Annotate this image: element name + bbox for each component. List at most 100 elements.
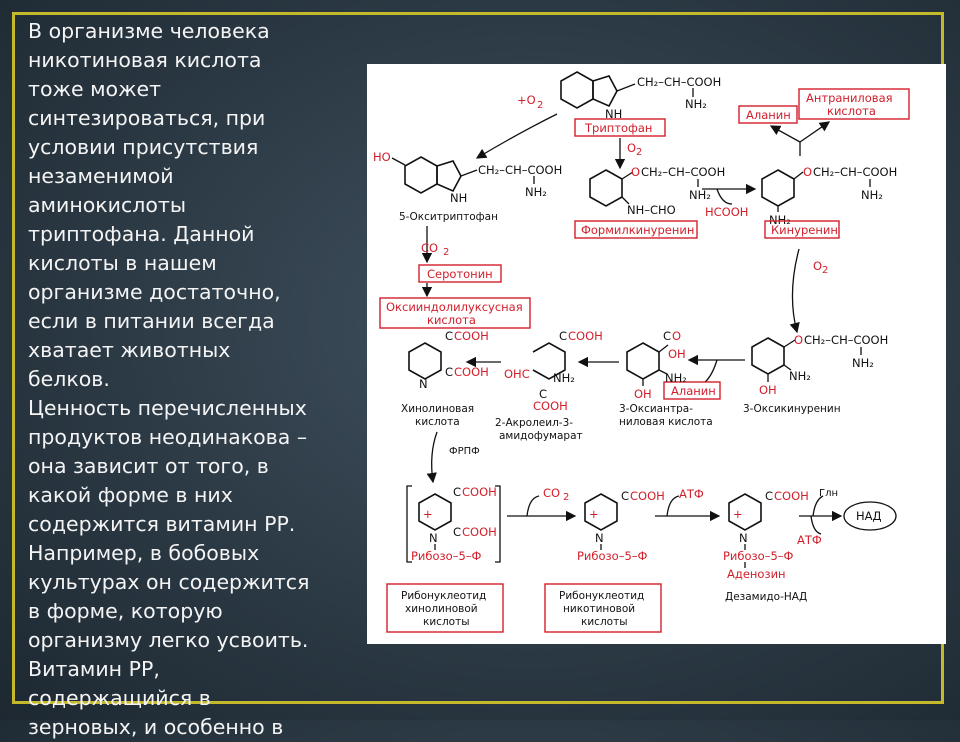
adenosine-label: Аденозин — [727, 567, 786, 581]
hkyn-o: O — [794, 333, 803, 347]
ribonuc-nic-box — [544, 583, 662, 633]
hydroxykynurenine-label: 3-Оксикинуренин — [743, 403, 841, 415]
dnad-cooh: COOH — [774, 489, 809, 503]
kyn-o: O — [803, 165, 812, 179]
co2-label-1: CO — [421, 241, 438, 255]
acrolein-label-2: амидофумарат — [499, 430, 583, 442]
nad-ellipse — [843, 501, 897, 531]
oxyindole-label-1: Оксииндолилуксусная — [386, 300, 523, 314]
serotonin-box — [418, 264, 502, 283]
anthranilic-label-2: кислота — [827, 104, 876, 118]
ribonuc-nic-label-2: никотиновой — [563, 603, 635, 615]
hkyn-nh2-ring: NH₂ — [789, 369, 811, 383]
formylkynurenine-label: Формилкинуренин — [581, 223, 694, 237]
alanine-mid-label: Аланин — [671, 384, 716, 398]
quin-ribonuc-structure: + N C COOH C COOH Рибозо–5–Ф — [411, 485, 497, 563]
hkyn-nh2: NH₂ — [852, 356, 874, 370]
nic-rib-c: C — [621, 489, 629, 503]
oxyindole-label-2: кислота — [427, 313, 476, 327]
gln-label: Глн — [819, 488, 838, 499]
tryptophan-side-chain: CH₂–CH–COOH — [637, 75, 721, 89]
ribonuc-quin-label-2: хинолиновой — [405, 603, 478, 615]
acr-ohc: OHC — [504, 367, 530, 381]
formylkynurenine-structure: O CH₂–CH–COOH NH₂ NH–CHO — [589, 165, 725, 217]
ribonuc-quin-box — [386, 583, 504, 633]
han-nh2: NH₂ — [665, 371, 687, 385]
formylkyn-o: O — [631, 165, 640, 179]
quinolinic-label-2: кислота — [415, 416, 460, 428]
quin-c2: C — [445, 365, 453, 379]
oxyindole-box — [379, 297, 531, 329]
hcooh-label: HCOOH — [705, 205, 748, 219]
desamido-nad-structure: + N C COOH Рибозо–5–Ф Аденозин — [723, 489, 809, 581]
frpf-label: ФРПФ — [449, 446, 480, 457]
alanine-top-label: Аланин — [746, 108, 791, 122]
ribonuc-quin-label-1: Рибонуклеотид — [401, 590, 486, 602]
nic-rib-cooh: COOH — [630, 489, 665, 503]
kyn-nh2: NH₂ — [861, 188, 883, 202]
han-oh: OH — [634, 387, 652, 401]
kyn-nh2-ring: NH₂ — [769, 213, 791, 227]
quin-n: N — [419, 377, 428, 391]
nic-ribonuc-structure: + N C COOH Рибозо–5–Ф — [577, 489, 665, 563]
o2-plus-label: +O — [517, 93, 536, 107]
o2-label-2: O — [813, 259, 822, 273]
hkyn-side-chain: CH₂–CH–COOH — [804, 333, 888, 347]
hydroxykynurenine-structure: O CH₂–CH–COOH NH₂ NH₂ OH — [751, 333, 888, 397]
pathway-diagram: NH CH₂–CH–COOH NH₂ Триптофан +O 2 HO NH … — [367, 64, 946, 644]
o2-sub-1: 2 — [636, 147, 642, 158]
co2-label-2: CO — [543, 486, 560, 500]
ribonuc-quin-label-3: кислоты — [423, 616, 469, 628]
hydroxytryptophan-label: 5-Окситриптофан — [399, 211, 498, 223]
dnad-n: N — [739, 531, 748, 545]
quin-rib-cooh-1: COOH — [462, 485, 497, 499]
o2-label-1: O — [627, 141, 636, 155]
tryptophan-structure: NH CH₂–CH–COOH NH₂ — [560, 71, 721, 121]
tryptophan-nh: NH — [605, 107, 622, 121]
kynurenine-structure: O CH₂–CH–COOH NH₂ NH₂ — [761, 165, 897, 227]
ribose5p-1: Рибозо–5–Ф — [411, 549, 482, 563]
ribose5p-2: Рибозо–5–Ф — [577, 549, 648, 563]
acrolein-structure: C COOH NH₂ OHC C COOH — [504, 329, 603, 413]
quin-rib-c1: C — [453, 485, 461, 499]
acrolein-label-1: 2-Акролеил-3- — [495, 417, 573, 429]
hkyn-oh: OH — [759, 383, 777, 397]
nad-label: НАД — [856, 509, 882, 523]
han-c: C — [663, 329, 671, 343]
hydroxyanthranilic-structure: C O OH NH₂ OH — [626, 329, 687, 401]
quin-rib-cooh-2: COOH — [462, 525, 497, 539]
quin-rib-plus: + — [423, 507, 433, 521]
hydroxyanthranilic-label-2: ниловая кислота — [619, 416, 713, 428]
anthranilic-label-1: Антраниловая — [806, 91, 893, 105]
quin-c1: C — [445, 329, 453, 343]
acr-nh2: NH₂ — [553, 371, 575, 385]
co2-sub-1: 2 — [443, 247, 449, 258]
han-oh-acid: OH — [668, 347, 686, 361]
hydroxytryptophan-nh2: NH₂ — [525, 185, 547, 199]
slide-body-text: В организме человека никотиновая кислота… — [28, 19, 310, 739]
hydroxyanthranilic-label-1: 3-Оксиантра- — [619, 403, 693, 415]
kynurenine-box — [764, 220, 840, 239]
formylkynurenine-box — [574, 220, 698, 239]
tryptophan-box — [574, 118, 666, 137]
han-o: O — [672, 329, 681, 343]
tryptophan-nh2: NH₂ — [685, 97, 707, 111]
quinolinic-label-1: Хинолиновая — [401, 403, 474, 415]
kynurenine-label: Кинуренин — [771, 223, 838, 237]
nic-rib-n: N — [595, 531, 604, 545]
dnad-plus: + — [733, 507, 743, 521]
ribose5p-3: Рибозо–5–Ф — [723, 549, 794, 563]
acr-cooh-bottom: COOH — [533, 399, 568, 413]
o2-plus-sub: 2 — [537, 100, 543, 111]
nic-rib-plus: + — [589, 507, 599, 521]
quin-rib-c2: C — [453, 525, 461, 539]
alanine-top-box — [738, 105, 798, 124]
quin-cooh-2: COOH — [454, 365, 489, 379]
acr-c: C — [559, 329, 567, 343]
hydroxytryptophan-nh: NH — [450, 191, 467, 205]
acr-c-bottom: C — [539, 387, 547, 401]
alanine-mid-box — [663, 381, 721, 400]
quin-rib-n: N — [429, 531, 438, 545]
atf-label-1: АТФ — [679, 487, 704, 501]
tryptophan-label: Триптофан — [584, 121, 652, 135]
